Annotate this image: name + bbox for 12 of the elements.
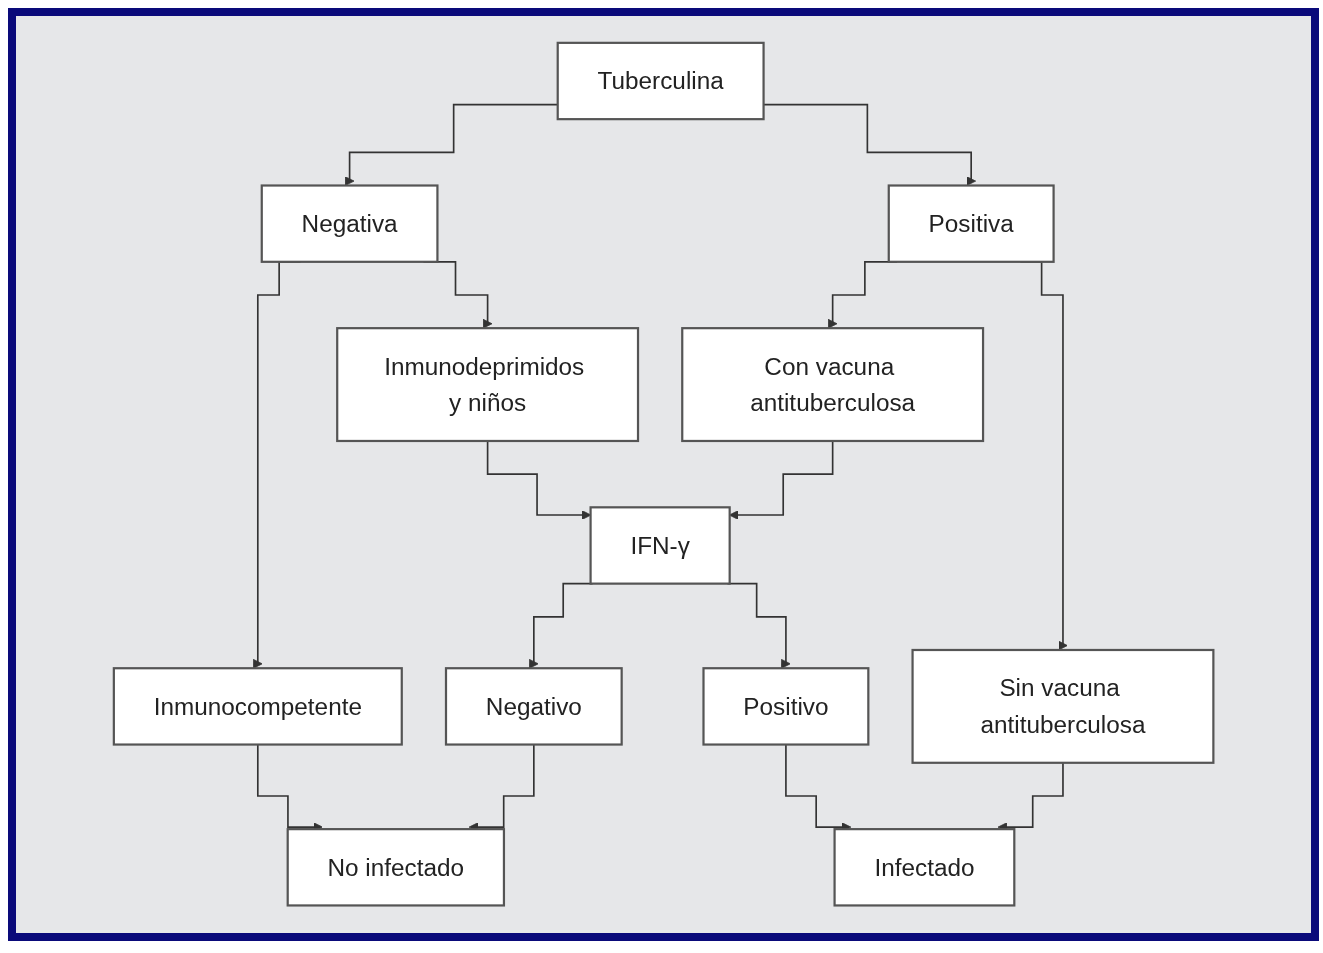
node-box: Tuberculina <box>556 42 765 121</box>
node-box: Inmunodeprimidos y niños <box>336 327 639 443</box>
node-box: IFN-γ <box>589 506 731 586</box>
node-box: No infectado <box>286 828 505 907</box>
node-box: Negativa <box>260 184 439 264</box>
node-box: Infectado <box>833 828 1016 907</box>
node-box: Sin vacuna antituberculosa <box>911 649 1215 765</box>
node-box: Con vacuna antituberculosa <box>681 327 985 443</box>
node-box: Positivo <box>702 667 870 746</box>
node-box: Negativo <box>444 667 623 746</box>
node-box: Positiva <box>887 184 1055 264</box>
node-box: Inmunocompetente <box>112 667 403 746</box>
